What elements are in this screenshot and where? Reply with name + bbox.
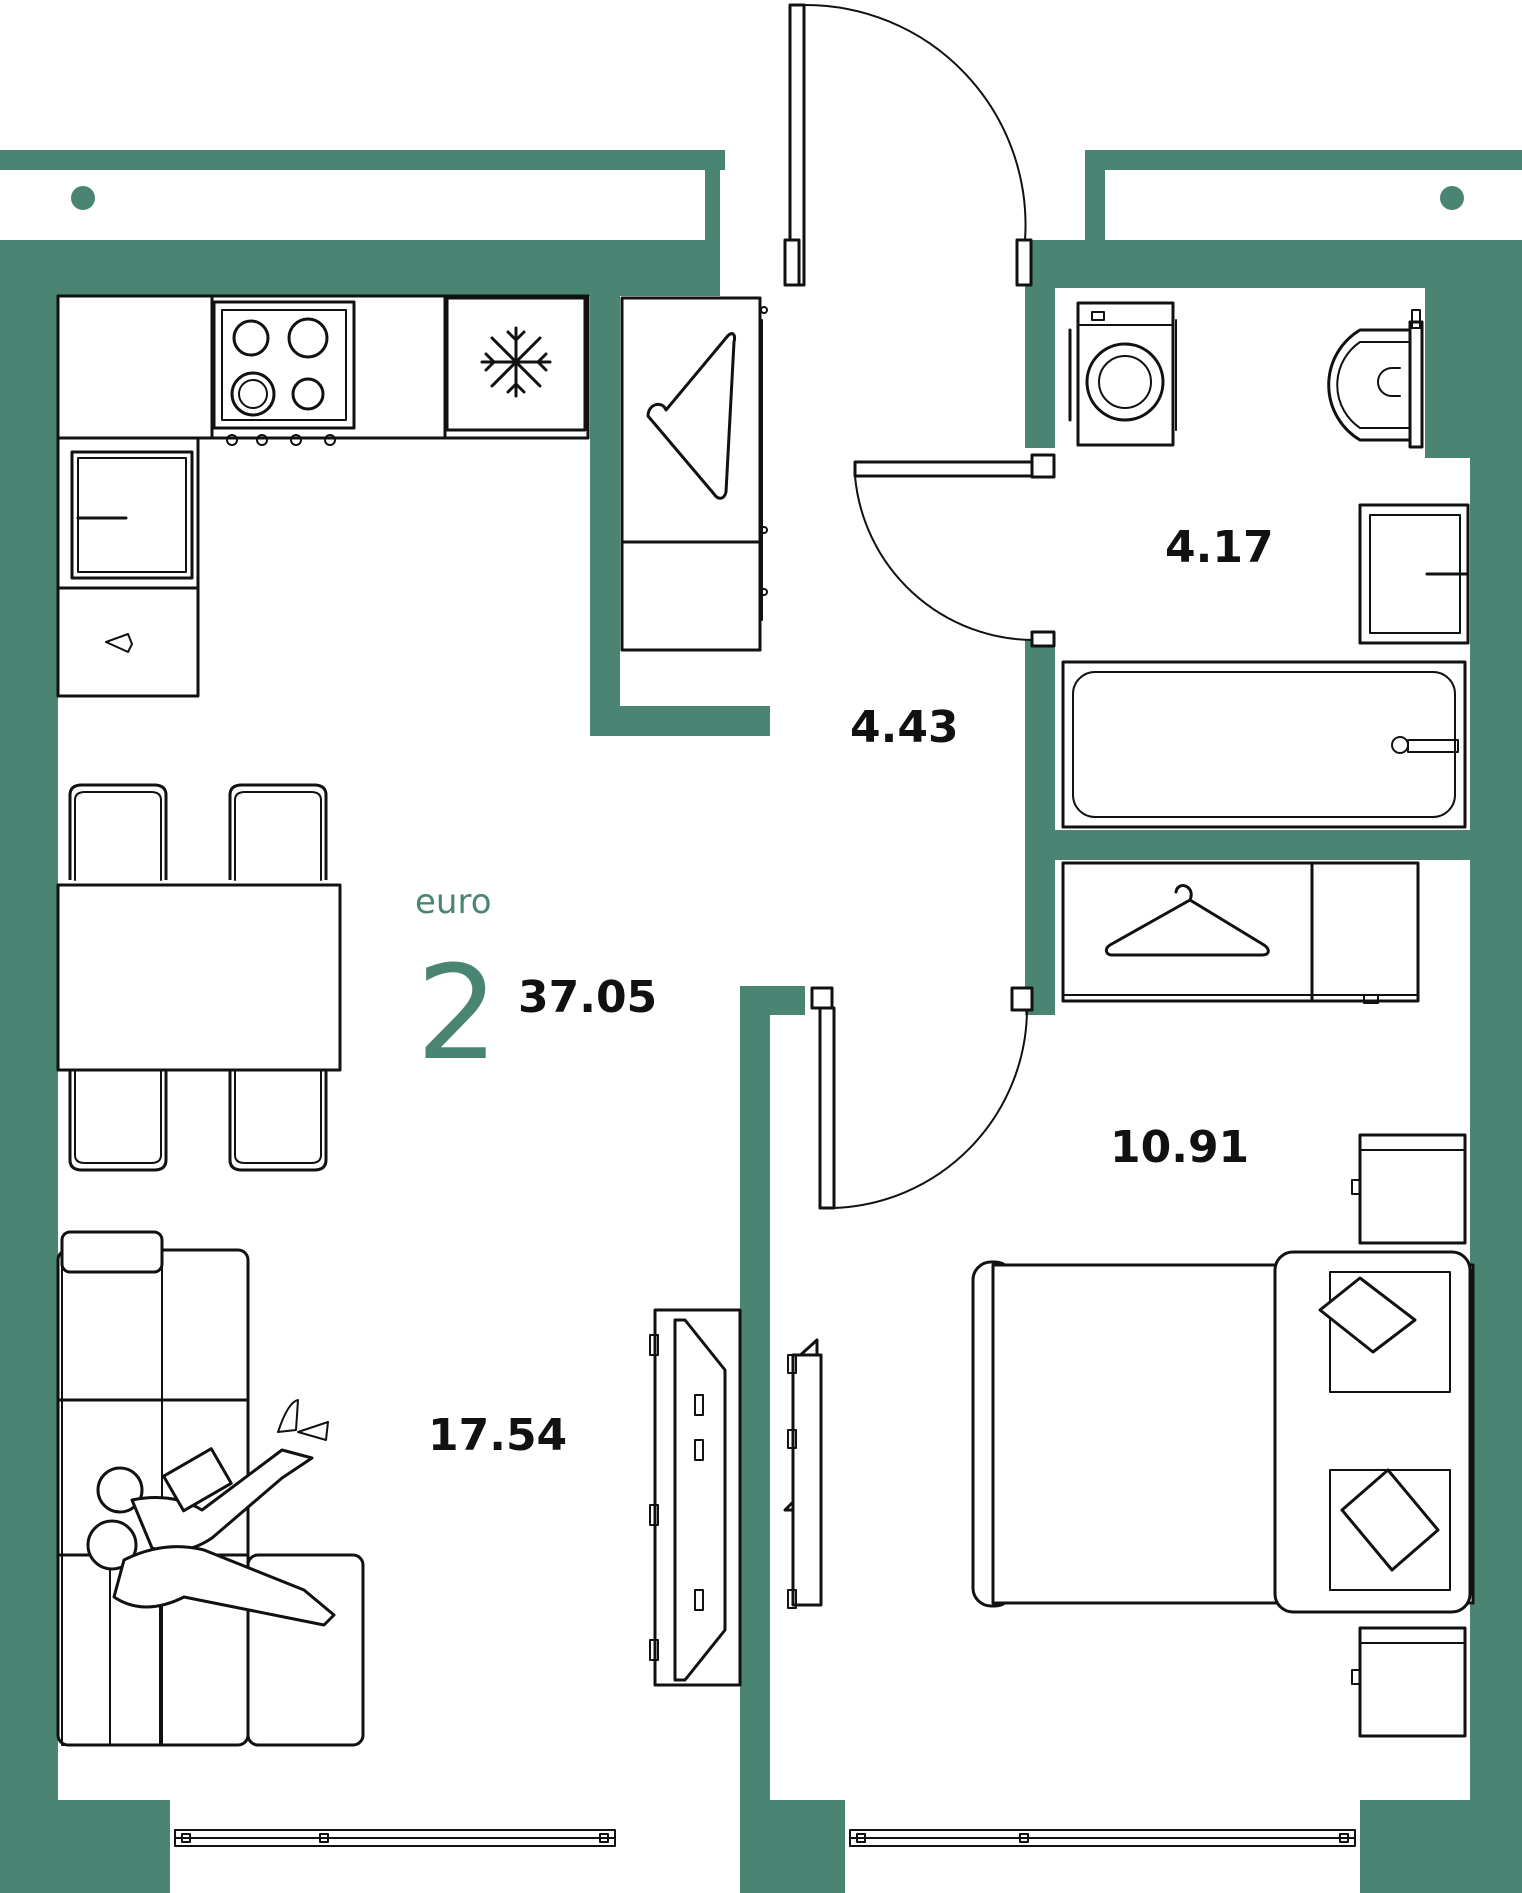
room-count-label: 2 bbox=[416, 937, 499, 1089]
area-bedroom: 10.91 bbox=[1110, 1122, 1249, 1173]
sink-icon bbox=[1358, 503, 1470, 645]
bathtub-icon bbox=[1061, 660, 1467, 829]
area-living-kitchen: 17.54 bbox=[428, 1410, 567, 1461]
toilet-icon bbox=[1327, 309, 1424, 449]
freezer-snowflake-icon bbox=[445, 296, 587, 432]
stove-icon bbox=[212, 300, 356, 446]
sink-icon bbox=[70, 450, 194, 653]
area-bathroom: 4.17 bbox=[1165, 522, 1274, 573]
door-swing-icon bbox=[853, 453, 1056, 648]
sofa-icon bbox=[56, 1230, 365, 1747]
total-area-label: 37.05 bbox=[518, 972, 657, 1023]
tv-unit-icon bbox=[783, 1338, 823, 1609]
nightstand bbox=[1351, 1626, 1467, 1738]
wardrobe-hanger-icon bbox=[1061, 861, 1420, 1004]
window-bedroom bbox=[849, 1829, 1356, 1847]
area-hallway: 4.43 bbox=[850, 702, 959, 753]
door-swing-icon bbox=[783, 3, 1033, 287]
apartment-type-label: euro bbox=[415, 882, 492, 922]
balcony-post-right bbox=[1440, 186, 1464, 210]
tv-unit-icon bbox=[649, 1308, 742, 1687]
washing-machine-icon bbox=[1068, 301, 1177, 447]
door-swing-icon bbox=[810, 986, 1034, 1210]
dining-table-icon bbox=[56, 783, 342, 1172]
window-living bbox=[174, 1829, 616, 1847]
wardrobe-hanger-icon bbox=[620, 296, 768, 652]
bed-icon bbox=[971, 1250, 1475, 1614]
walls bbox=[0, 150, 1522, 1893]
nightstand bbox=[1351, 1133, 1467, 1245]
balcony-post-left bbox=[71, 186, 95, 210]
